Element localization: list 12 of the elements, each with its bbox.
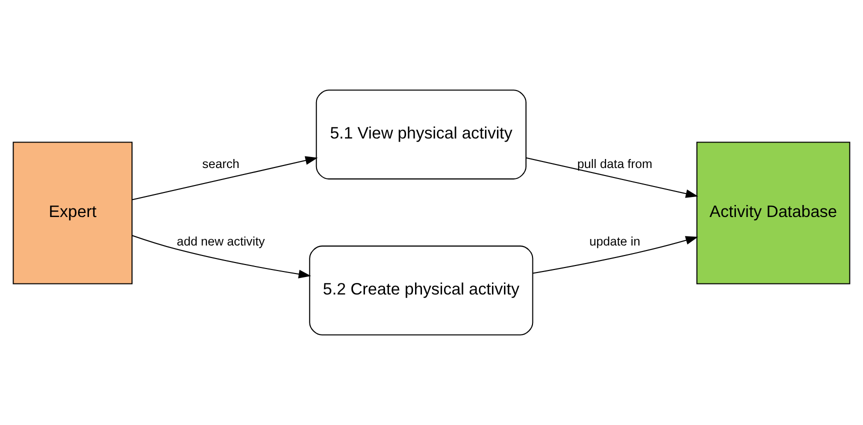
edge-label: search — [202, 157, 240, 172]
node-box: 5.2 Create physical activity — [309, 246, 534, 336]
node-box: 5.1 View physical activity — [316, 90, 526, 180]
edge-label: update in — [589, 234, 640, 249]
node-box: Activity Database — [696, 142, 850, 284]
node-box: Expert — [12, 142, 133, 284]
arrow — [532, 236, 698, 274]
arrow — [132, 235, 312, 278]
arrow — [132, 156, 318, 200]
edge-label: pull data from — [577, 157, 652, 172]
arrow — [526, 157, 698, 198]
edge-label: add new activity — [176, 234, 265, 249]
